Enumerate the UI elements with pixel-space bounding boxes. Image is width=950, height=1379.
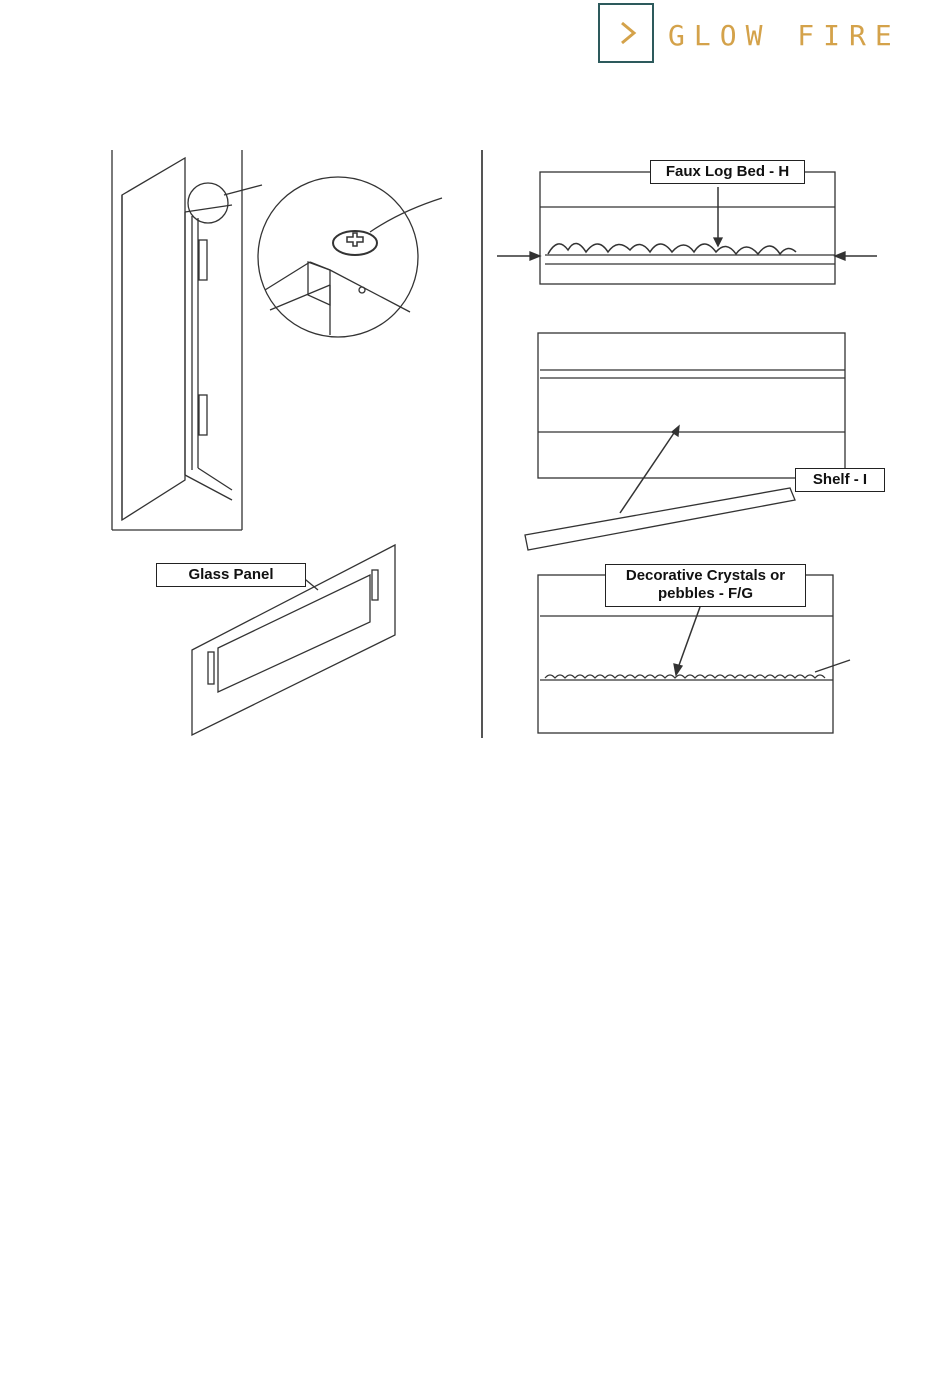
crystals-text-line2: pebbles - F/G bbox=[606, 585, 805, 603]
shelf-label: Shelf - I bbox=[795, 468, 885, 492]
faux-log-bed-label: Faux Log Bed - H bbox=[650, 160, 805, 184]
bracket-detail-circle bbox=[258, 177, 442, 337]
glass-panel-label: Glass Panel bbox=[156, 563, 306, 587]
fireplace-shelf bbox=[525, 333, 845, 550]
cabinet-door-illustration bbox=[112, 150, 262, 530]
installation-diagram bbox=[0, 0, 950, 760]
crystals-label: Decorative Crystals or pebbles - F/G bbox=[605, 564, 806, 607]
fireplace-log-bed bbox=[497, 172, 877, 284]
shelf-text: Shelf - I bbox=[813, 471, 867, 488]
crystals-text-line1: Decorative Crystals or bbox=[606, 567, 805, 585]
column-divider bbox=[481, 150, 483, 738]
glass-panel-text: Glass Panel bbox=[188, 566, 273, 583]
faux-log-bed-text: Faux Log Bed - H bbox=[666, 163, 789, 180]
